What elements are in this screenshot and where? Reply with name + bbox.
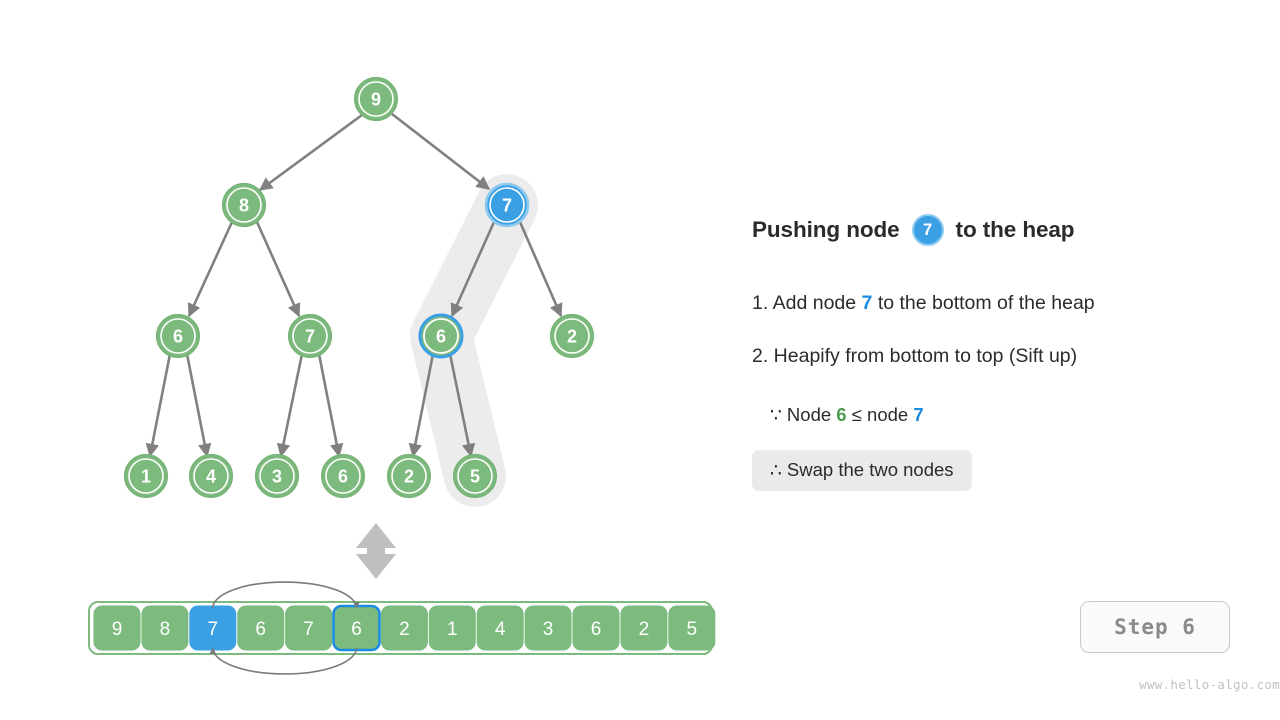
step-2-text: 2. Heapify from bottom to top (Sift up) bbox=[752, 345, 1077, 368]
reason-left-value: 6 bbox=[836, 404, 846, 425]
tree-node-value: 8 bbox=[239, 196, 249, 216]
tree-node-value: 9 bbox=[371, 90, 381, 110]
tree-edge bbox=[392, 114, 489, 189]
heap-svg: 9 8 7 6 7 6 2 1 4 3 6 2 5 9 8 7 6 7 6 2 1 4 3 6 2 5 bbox=[0, 0, 740, 720]
tree-node[interactable]: 9 bbox=[355, 78, 397, 120]
tree-node[interactable]: 6 bbox=[322, 455, 364, 497]
explanation-panel: Pushing node 7 to the heap 1. Add node 7… bbox=[752, 0, 1280, 720]
array-cell[interactable]: 6 bbox=[238, 606, 284, 650]
conclusion-box: ∴ Swap the two nodes bbox=[752, 450, 972, 491]
array-cell[interactable]: 7 bbox=[286, 606, 332, 650]
array-cell-value: 6 bbox=[591, 619, 602, 640]
site-watermark: www.hello-algo.com bbox=[1072, 677, 1280, 692]
tree-nodes: 9 8 7 6 7 6 2 1 4 3 6 2 5 bbox=[125, 78, 593, 497]
reason-mid: node bbox=[867, 404, 908, 425]
step-counter-badge: Step 6 bbox=[1080, 601, 1230, 653]
array-cell-value: 6 bbox=[255, 619, 266, 640]
panel-title-node-badge: 7 bbox=[912, 214, 944, 246]
step-1-value: 7 bbox=[862, 292, 873, 314]
array-cell[interactable]: 7 bbox=[190, 606, 236, 650]
tree-node[interactable]: 8 bbox=[223, 184, 265, 226]
tree-node-value: 7 bbox=[305, 327, 315, 347]
tree-edge bbox=[257, 222, 299, 316]
array-cell[interactable]: 6 bbox=[334, 606, 380, 650]
tree-node[interactable]: 6 bbox=[157, 315, 199, 357]
reason-prefix: Node bbox=[787, 404, 831, 425]
step-1-suffix: to the bottom of the heap bbox=[878, 292, 1095, 314]
panel-title-suffix: to the heap bbox=[956, 217, 1075, 243]
array-cell[interactable]: 8 bbox=[142, 606, 188, 650]
tree-node[interactable]: 3 bbox=[256, 455, 298, 497]
tree-node-value: 2 bbox=[567, 327, 577, 347]
tree-node[interactable]: 2 bbox=[388, 455, 430, 497]
tree-node-value: 6 bbox=[338, 467, 348, 487]
array-cell[interactable]: 3 bbox=[525, 606, 571, 650]
array-cell-value: 6 bbox=[351, 619, 362, 640]
tree-node[interactable]: 6 bbox=[420, 315, 462, 357]
array-cell-value: 7 bbox=[303, 619, 314, 640]
because-symbol: ∵ bbox=[770, 404, 782, 425]
array-cell[interactable]: 1 bbox=[429, 606, 475, 650]
tree-edge bbox=[187, 354, 207, 456]
tree-node[interactable]: 5 bbox=[454, 455, 496, 497]
array-cell-value: 9 bbox=[112, 619, 123, 640]
array-cell-value: 4 bbox=[495, 619, 506, 640]
tree-node-value: 6 bbox=[173, 327, 183, 347]
array-cell-value: 2 bbox=[399, 619, 410, 640]
array-cell[interactable]: 2 bbox=[381, 606, 427, 650]
array-cell-value: 3 bbox=[543, 619, 554, 640]
panel-title: Pushing node 7 to the heap bbox=[752, 214, 1074, 246]
reason-operator: ≤ bbox=[852, 404, 862, 425]
array-cell[interactable]: 5 bbox=[669, 606, 715, 650]
tree-node[interactable]: 7 bbox=[486, 184, 528, 226]
tree-node-value: 1 bbox=[141, 467, 151, 487]
tree-edge bbox=[150, 354, 170, 456]
panel-title-prefix: Pushing node bbox=[752, 217, 900, 243]
tree-edge bbox=[281, 354, 302, 456]
tree-edge bbox=[520, 222, 561, 316]
swap-arrow-forward bbox=[213, 582, 357, 608]
array-cell[interactable]: 4 bbox=[477, 606, 523, 650]
tree-node-value: 2 bbox=[404, 467, 414, 487]
tree-edge bbox=[189, 222, 232, 316]
tree-node-value: 7 bbox=[502, 196, 512, 216]
array-cell[interactable]: 6 bbox=[573, 606, 619, 650]
array-cells: 9 8 7 6 7 6 2 1 4 3 6 2 5 bbox=[94, 606, 715, 650]
array-cell-value: 5 bbox=[687, 619, 698, 640]
reason-right-value: 7 bbox=[913, 404, 923, 425]
array-cell[interactable]: 2 bbox=[621, 606, 667, 650]
therefore-symbol: ∴ bbox=[770, 459, 782, 480]
array-cell-value: 2 bbox=[639, 619, 650, 640]
tree-node[interactable]: 7 bbox=[289, 315, 331, 357]
array-cell-value: 1 bbox=[447, 619, 458, 640]
heap-visualization: 9 8 7 6 7 6 2 1 4 3 6 2 5 9 8 7 6 7 6 2 1 4 3 6 2 5 bbox=[0, 0, 740, 720]
tree-node-value: 5 bbox=[470, 467, 480, 487]
tree-edge bbox=[319, 354, 339, 456]
tree-node[interactable]: 2 bbox=[551, 315, 593, 357]
step-1-text: 1. Add node 7 to the bottom of the heap bbox=[752, 292, 1095, 315]
tree-array-sync-arrow bbox=[356, 523, 396, 579]
array-cell[interactable]: 9 bbox=[94, 606, 140, 650]
swap-arrow-backward bbox=[213, 648, 357, 674]
tree-node[interactable]: 1 bbox=[125, 455, 167, 497]
tree-node-value: 6 bbox=[436, 327, 446, 347]
reason-line: ∵ Node 6 ≤ node 7 bbox=[770, 404, 924, 426]
conclusion-text: Swap the two nodes bbox=[787, 459, 954, 480]
tree-node-value: 3 bbox=[272, 467, 282, 487]
array-cell-value: 7 bbox=[208, 619, 219, 640]
step-1-prefix: 1. Add node bbox=[752, 292, 856, 314]
tree-node[interactable]: 4 bbox=[190, 455, 232, 497]
array-cell-value: 8 bbox=[160, 619, 171, 640]
tree-node-value: 4 bbox=[206, 467, 216, 487]
tree-edge bbox=[260, 115, 362, 190]
